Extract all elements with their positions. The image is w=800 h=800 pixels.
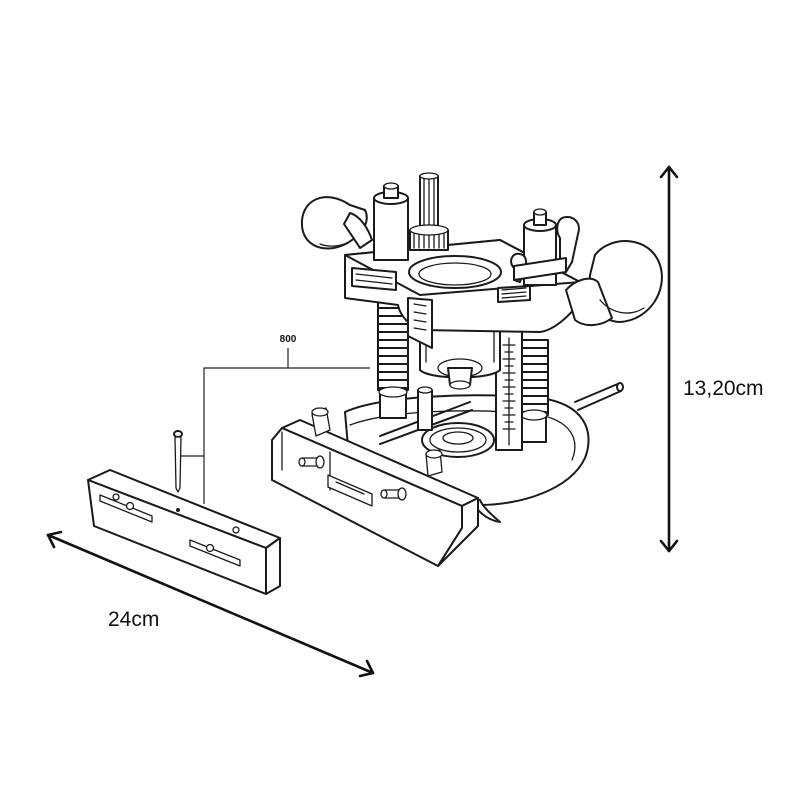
left-handle-knob bbox=[300, 196, 373, 250]
left-column-cap bbox=[373, 182, 409, 261]
width-dimension-line bbox=[46, 533, 375, 675]
front-block-knob-right bbox=[380, 487, 407, 501]
edge-guide bbox=[87, 469, 281, 595]
width-label: 24cm bbox=[108, 608, 159, 631]
height-dimension: 13,20cm bbox=[659, 165, 764, 553]
height-arrowhead-top bbox=[659, 165, 679, 179]
width-arrowhead-right bbox=[358, 659, 375, 678]
callout-800: 800 bbox=[180, 334, 370, 504]
locating-pin bbox=[173, 430, 183, 493]
side-rod bbox=[574, 382, 624, 411]
height-label: 13,20cm bbox=[683, 377, 764, 400]
router-attachment bbox=[271, 172, 663, 567]
front-block-post-left bbox=[311, 407, 331, 437]
width-dimension: 24cm bbox=[46, 530, 375, 678]
right-handle-knob bbox=[565, 240, 663, 326]
front-block-post-right bbox=[425, 449, 443, 477]
front-block-knob-left bbox=[298, 455, 325, 469]
wrench-clip bbox=[510, 216, 580, 283]
right-spring-column bbox=[519, 339, 549, 443]
callout-label: 800 bbox=[280, 334, 297, 345]
bit-opening bbox=[421, 422, 495, 458]
guide-rods bbox=[379, 386, 473, 445]
height-arrowhead-bottom bbox=[659, 539, 679, 553]
spindle-shaft bbox=[409, 172, 449, 251]
width-arrowhead-left bbox=[46, 530, 63, 549]
